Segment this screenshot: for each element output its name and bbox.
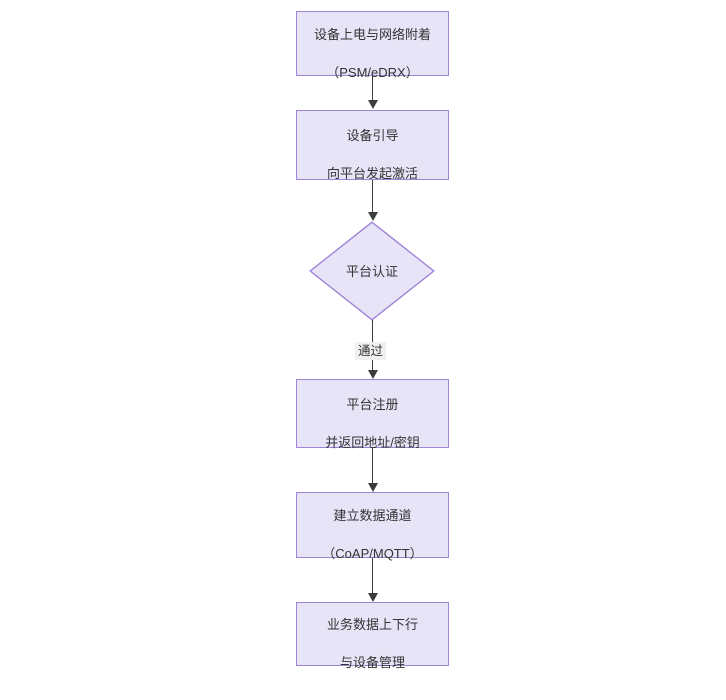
flow-edge-line-2 [372,180,374,214]
flow-node-label: 设备上电与网络附着 （PSM/eDRX） [314,6,431,82]
flow-node-platform-auth[interactable]: 平台认证 [309,221,435,321]
flow-node-line1: 设备上电与网络附着 [313,26,431,42]
flow-node-device-power-on[interactable]: 设备上电与网络附着 （PSM/eDRX） [296,11,449,80]
flow-edge-arrow-3 [367,370,378,379]
flow-node-line2: （CoAP/MQTT） [322,546,423,561]
flow-node-platform-register[interactable]: 平台注册 并返回地址/密钥 [296,379,449,450]
flow-node-line1: 业务数据上下行 [326,617,418,632]
flow-edge-arrow-2 [367,212,378,221]
diamond-shape-icon [309,221,435,321]
flow-node-label: 平台注册 并返回地址/密钥 [325,376,420,452]
flow-edge-line-1 [372,76,374,102]
flow-node-line2: 与设备管理 [339,655,405,670]
flow-node-line2: （PSM/eDRX） [326,64,419,80]
flow-node-line1: 平台认证 [345,263,398,279]
flow-node-device-bootstrap[interactable]: 设备引导 向平台发起激活 [296,107,449,183]
flow-node-line1: 建立数据通道 [333,508,412,523]
flow-edge-arrow-5 [367,593,378,602]
flow-edge-line-4 [372,448,374,485]
flow-edge-line-5 [372,558,374,595]
flow-node-line1: 设备引导 [346,128,399,143]
flow-node-line1: 平台注册 [346,396,399,412]
flow-node-label: 设备引导 向平台发起激活 [327,107,418,183]
flow-node-label: 建立数据通道 （CoAP/MQTT） [322,487,422,563]
flow-node-data-channel[interactable]: 建立数据通道 （CoAP/MQTT） [296,492,449,561]
flow-node-line2: 向平台发起激活 [326,166,418,181]
flow-node-label: 业务数据上下行 与设备管理 [327,596,418,672]
flow-edge-arrow-1 [367,100,378,109]
flow-node-line2: 并返回地址/密钥 [325,434,420,450]
flow-node-business-data[interactable]: 业务数据上下行 与设备管理 [296,602,449,670]
flow-edge-arrow-4 [367,483,378,492]
flow-node-label: 平台认证 [309,221,435,321]
flow-edge-label-pass: 通过 [355,342,387,360]
